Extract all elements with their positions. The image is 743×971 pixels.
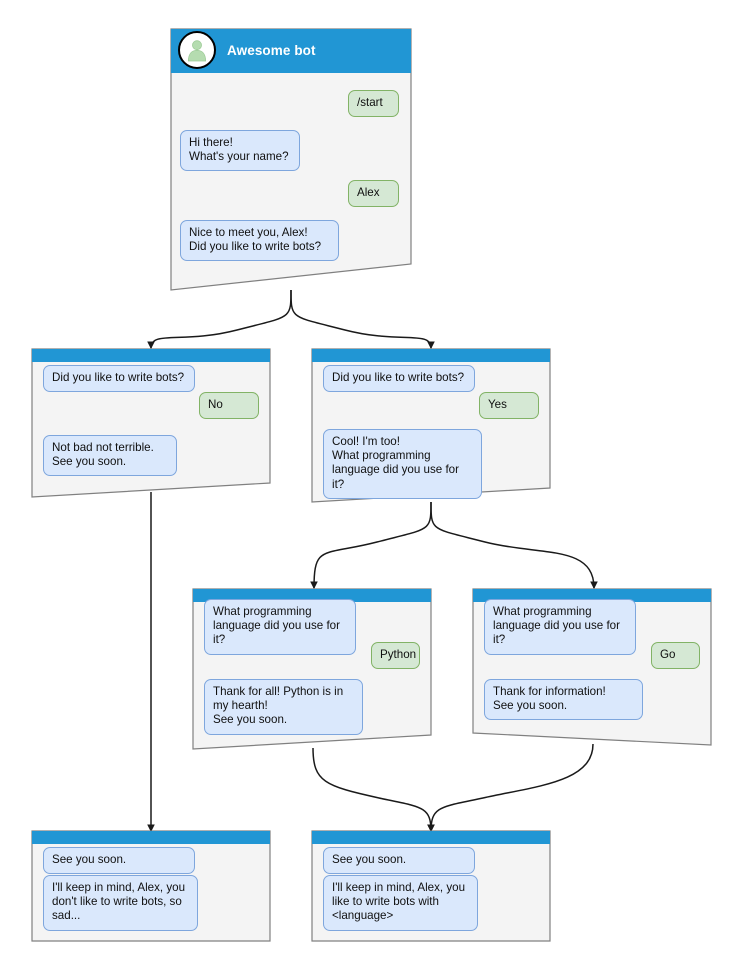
card-answer-no[interactable]: Did you like to write bots? No Not bad n… xyxy=(31,348,271,498)
message-user: Python xyxy=(371,642,420,670)
message-user: No xyxy=(199,392,259,420)
card-start[interactable]: Awesome bot /start Hi there! What's your… xyxy=(170,28,412,291)
message-bot: What programming language did you use fo… xyxy=(204,599,356,655)
card-end-no[interactable]: See you soon. I'll keep in mind, Alex, y… xyxy=(31,830,271,942)
message-user: Alex xyxy=(348,180,399,208)
edge-go-to-end-yes xyxy=(427,743,594,833)
message-bot: Thank for information! See you soon. xyxy=(484,679,643,721)
message-bot: Cool! I'm too! What programming language… xyxy=(323,429,482,499)
edge-start-to-yes xyxy=(290,289,435,350)
message-bot: See you soon. xyxy=(43,847,195,875)
edge-start-to-no xyxy=(147,289,292,350)
card-answer-go[interactable]: What programming language did you use fo… xyxy=(472,588,712,746)
message-bot: I'll keep in mind, Alex, you don't like … xyxy=(43,875,198,931)
message-bot: Did you like to write bots? xyxy=(323,365,475,393)
card-titlebar: Awesome bot xyxy=(170,28,412,72)
person-avatar-icon xyxy=(178,31,216,69)
edge-python-to-end-yes xyxy=(312,747,435,833)
bot-title: Awesome bot xyxy=(227,42,316,58)
message-user: Go xyxy=(651,642,700,670)
message-bot: I'll keep in mind, Alex, you like to wri… xyxy=(323,875,478,931)
message-user: Yes xyxy=(479,392,539,420)
edge-yes-to-go xyxy=(430,501,598,590)
card-end-yes[interactable]: See you soon. I'll keep in mind, Alex, y… xyxy=(311,830,551,942)
message-bot: Hi there! What's your name? xyxy=(180,130,300,172)
message-user: /start xyxy=(348,90,399,118)
edge-yes-to-python xyxy=(310,501,432,590)
message-bot: See you soon. xyxy=(323,847,475,875)
message-bot: What programming language did you use fo… xyxy=(484,599,636,655)
card-answer-yes[interactable]: Did you like to write bots? Yes Cool! I'… xyxy=(311,348,551,503)
message-bot: Did you like to write bots? xyxy=(43,365,195,393)
message-bot: Not bad not terrible. See you soon. xyxy=(43,435,177,477)
message-bot: Nice to meet you, Alex! Did you like to … xyxy=(180,220,339,262)
message-bot: Thank for all! Python is in my hearth! S… xyxy=(204,679,363,735)
card-answer-python[interactable]: What programming language did you use fo… xyxy=(192,588,432,750)
